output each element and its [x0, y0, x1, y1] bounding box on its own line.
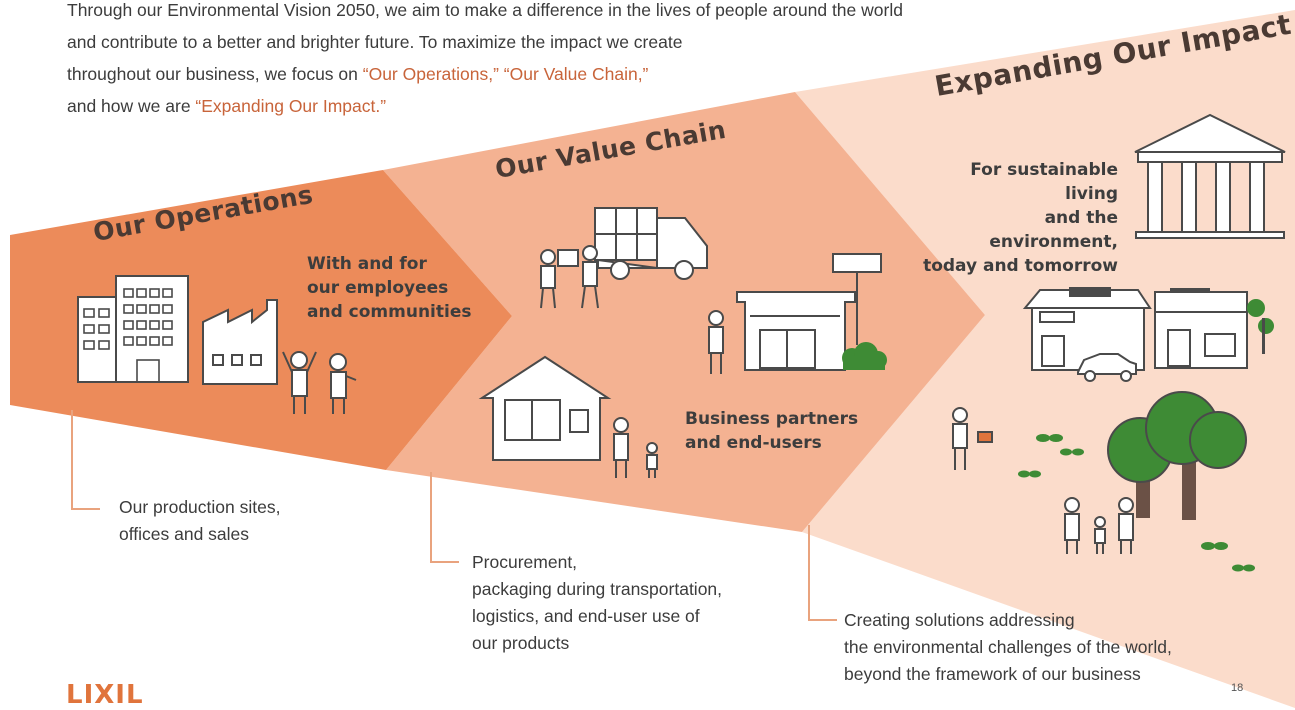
operations-description-line: Our production sites, [119, 497, 281, 517]
sprouts-icon [1018, 434, 1255, 572]
operations-subtitle-line: With and for [307, 254, 427, 274]
impact-subtitle: For sustainable living and the environme… [914, 158, 1118, 278]
workers-icon [282, 351, 357, 414]
impact-subtitle-line: today and tomorrow [923, 256, 1118, 276]
operations-subtitle-line: our employees [307, 278, 449, 298]
trees-small-icon [1247, 299, 1274, 354]
value-chain-subtitle-line: Business partners [685, 409, 859, 429]
intro-paragraph: Through our Environmental Vision 2050, w… [67, 0, 1187, 122]
family-icon [613, 417, 658, 478]
impact-description-line: beyond the framework of our business [844, 664, 1141, 684]
gardener-icon [952, 407, 993, 470]
public-building-icon [1134, 113, 1286, 239]
highlight-our-operations: “Our Operations,” [362, 64, 499, 84]
impact-connector-line [808, 525, 837, 621]
truck-icon [594, 207, 708, 280]
factory-icon [202, 299, 278, 385]
operations-subtitle-line: and communities [307, 302, 472, 322]
store-icon [736, 253, 882, 371]
value-chain-subtitle-line: and end-users [685, 433, 822, 453]
value-chain-description-line: packaging during transportation, [472, 579, 723, 599]
impact-description: Creating solutions addressing the enviro… [844, 607, 1172, 688]
intro-line-3: throughout our business, we focus on “Ou… [67, 58, 1187, 90]
value-chain-connector-line [430, 472, 459, 563]
ev-car-icon [1077, 353, 1137, 382]
page-number: 18 [1231, 682, 1244, 694]
lixil-logo: LIXIL [66, 680, 144, 710]
intro-line-1: Through our Environmental Vision 2050, w… [67, 0, 903, 20]
value-chain-description: Procurement, packaging during transporta… [472, 549, 722, 657]
intro-line-4-prefix: and how we are [67, 96, 196, 116]
operations-connector-line [71, 410, 100, 510]
intro-line-2: and contribute to a better and brighter … [67, 32, 683, 52]
impact-description-line: the environmental challenges of the worl… [844, 637, 1172, 657]
value-chain-description-line: our products [472, 633, 570, 653]
intro-line-3-prefix: throughout our business, we focus on [67, 64, 363, 84]
house-icon [478, 355, 612, 461]
value-chain-subtitle: Business partners and end-users [685, 407, 858, 455]
modern-house-icon [1154, 291, 1248, 369]
family-walking-icon [1064, 497, 1134, 554]
shrub-icon [842, 342, 887, 370]
big-trees-icon [1107, 391, 1247, 520]
value-chain-description-line: Procurement, [472, 552, 578, 572]
intro-line-4: and how we are “Expanding Our Impact.” [67, 90, 1187, 122]
office-building-icon [77, 275, 189, 383]
highlight-expanding-our-impact: “Expanding Our Impact.” [195, 96, 387, 116]
impact-subtitle-line: and the environment, [989, 208, 1118, 252]
delivery-people-icon [540, 245, 599, 309]
impact-description-line: Creating solutions addressing [844, 610, 1075, 630]
impact-subtitle-line: For sustainable living [970, 160, 1118, 204]
operations-description-line: offices and sales [119, 524, 250, 544]
highlight-our-value-chain: “Our Value Chain,” [503, 64, 649, 84]
value-chain-description-line: logistics, and end-user use of [472, 606, 700, 626]
operations-description: Our production sites, offices and sales [119, 494, 280, 548]
staff-person-icon [708, 310, 724, 374]
operations-subtitle: With and for our employees and communiti… [307, 252, 471, 324]
